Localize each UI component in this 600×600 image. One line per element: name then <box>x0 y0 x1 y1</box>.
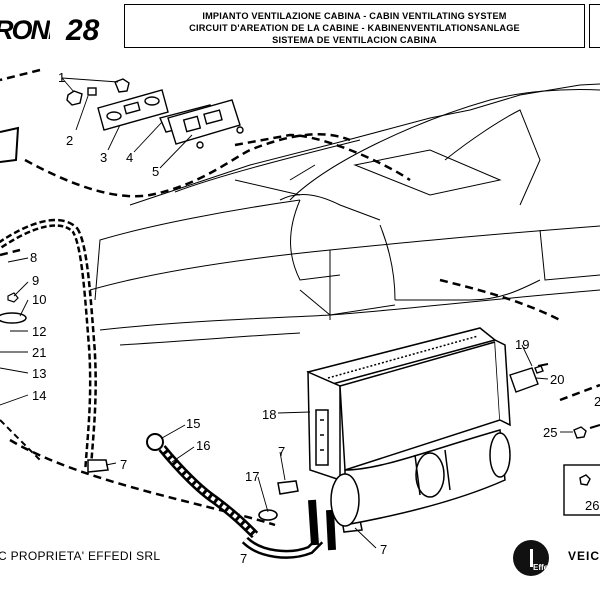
part-label: 7 <box>278 444 285 459</box>
effedi-logo-icon: Effedi <box>513 540 550 576</box>
part-label: 7 <box>240 551 247 566</box>
part-label: 3 <box>100 150 107 165</box>
part-number-labels: 1 2 3 4 5 8 9 10 12 21 13 14 15 16 7 7 1… <box>30 70 600 566</box>
title-line-it-en: IMPIANTO VENTILAZIONE CABINA - CABIN VEN… <box>202 11 507 21</box>
brand-logo: RONE <box>0 15 50 45</box>
part-label: 21 <box>32 345 46 360</box>
part-label: 2 <box>66 133 73 148</box>
bracket-hardware-right <box>509 363 600 516</box>
part-label: 7 <box>120 457 127 472</box>
heater-blower-unit <box>306 327 511 527</box>
part-label: 14 <box>32 388 46 403</box>
header-right-box <box>589 4 600 48</box>
leader-lines <box>0 77 573 549</box>
part-label: 10 <box>32 292 46 307</box>
part-label: 2 <box>594 394 600 409</box>
part-label: 7 <box>380 542 387 557</box>
part-label: 26 <box>585 498 599 513</box>
part-label: 13 <box>32 366 46 381</box>
title-line-fr-de: CIRCUIT D'AREATION DE LA CABINE - KABINE… <box>189 23 520 33</box>
page-number: 28 <box>66 14 100 47</box>
part-label: 20 <box>550 372 564 387</box>
part-label: 17 <box>245 469 259 484</box>
part-label: 18 <box>262 407 276 422</box>
logo-text: Effedi <box>533 563 550 572</box>
title-box: IMPIANTO VENTILAZIONE CABINA - CABIN VEN… <box>124 4 585 48</box>
reference-dash-lines <box>0 68 600 527</box>
cab-structure <box>89 83 600 346</box>
part-label: 16 <box>196 438 210 453</box>
copyright-notice: C PROPRIETA' EFFEDI SRL <box>0 549 161 563</box>
part-label: 5 <box>152 164 159 179</box>
part-label: 4 <box>126 150 133 165</box>
part-label: 19 <box>515 337 529 352</box>
vent-panel-assembly <box>66 78 244 149</box>
part-label: 1 <box>58 70 65 85</box>
hose-assembly-center <box>146 433 363 559</box>
hose-assembly-left <box>0 218 109 473</box>
part-label: 15 <box>186 416 200 431</box>
side-panel-fragment <box>0 126 20 163</box>
title-line-es: SISTEMA DE VENTILACION CABINA <box>272 35 437 45</box>
part-label: 25 <box>543 425 557 440</box>
vendor-name: VEICOLI <box>568 549 600 563</box>
part-label: 9 <box>32 273 39 288</box>
part-label: 12 <box>32 324 46 339</box>
part-label: 8 <box>30 250 37 265</box>
